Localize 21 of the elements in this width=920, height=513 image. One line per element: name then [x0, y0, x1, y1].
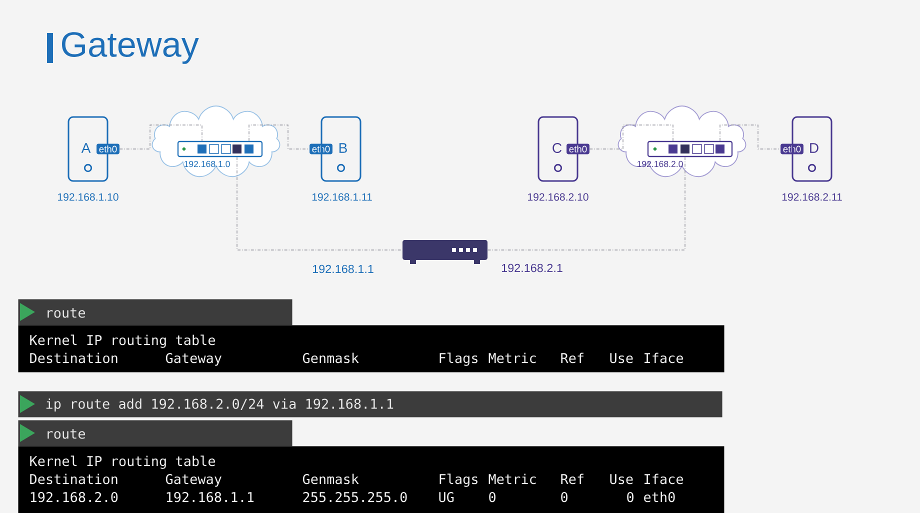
ip-address: 192.168.2.10 [528, 193, 588, 201]
title: Gateway [62, 32, 199, 64]
terminal-output: Kernel IP routing table Destination Gateway Genmask Flags Metric Ref Use Iface [18, 325, 724, 372]
switch-drawing [647, 140, 733, 158]
command-prompt: route [18, 420, 292, 446]
connector-line [248, 124, 310, 150]
connector-line [487, 156, 686, 250]
ip-address: 192.168.1.11 [312, 193, 372, 201]
connector-line [720, 124, 781, 150]
ip-address: 192.168.1.10 [58, 193, 118, 201]
terminal-output: Kernel IP routing table Destination Gateway Genmask Flags Metric Ref Use Iface 192.168.2.0 192.168.1.1 255.255.255.0 UG 0 0 0 eth0 [18, 446, 724, 513]
connector-line [589, 124, 674, 150]
connector-line [119, 124, 202, 150]
router-drawing [402, 240, 488, 264]
connector-line [236, 156, 403, 250]
ip-address: 192.168.2.11 [782, 193, 842, 201]
command-prompt: route [18, 299, 292, 326]
switch-drawing [177, 140, 263, 158]
edge-label: 192.168.1.1 [310, 264, 376, 274]
command-prompt: ip route add 192.168.2.0/24 via 192.168.1.1 [18, 391, 722, 418]
edge-label: 192.168.2.1 [500, 262, 564, 274]
